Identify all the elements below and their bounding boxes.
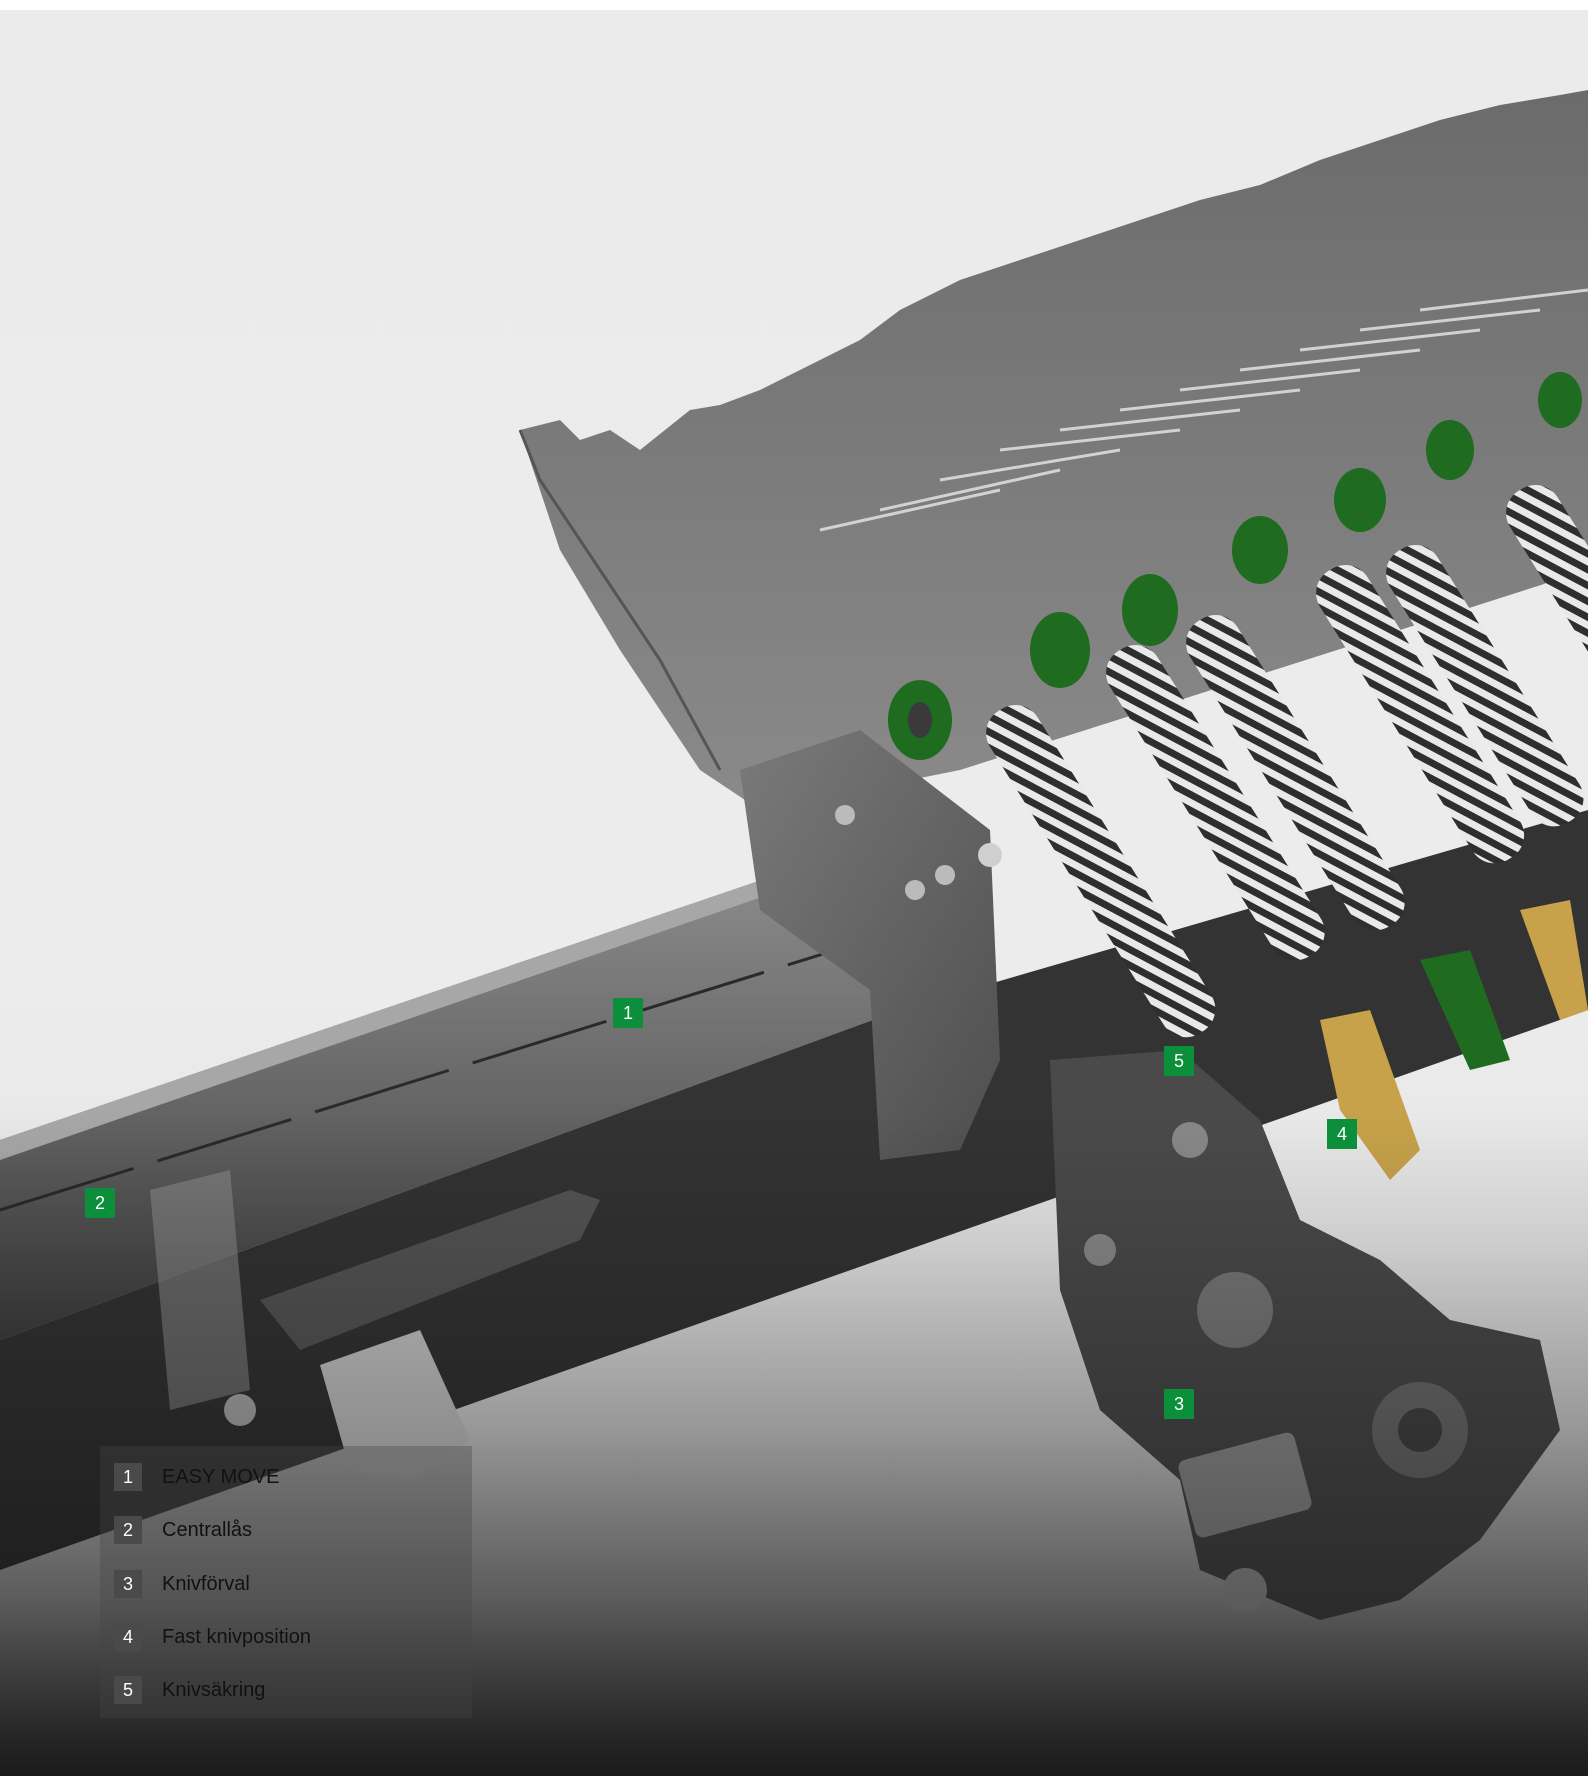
side-plate [740,730,1002,1160]
legend-number: 4 [114,1623,142,1651]
knife-bank-illustration [0,90,1588,1776]
legend-label: Centrallås [162,1518,253,1541]
callout-3: 3 [1164,1389,1194,1419]
legend-label: Fast knivposition [162,1625,311,1648]
legend-label: Knivsäkring [162,1678,266,1701]
legend-number: 3 [114,1570,142,1598]
callout-4: 4 [1327,1119,1357,1149]
blade-row [518,90,1588,810]
legend-label: Knivförval [162,1572,250,1595]
legend: 1 EASY MOVE 2 Centrallås 3 Knivförval 4 … [100,1446,472,1718]
callout-1: 1 [613,998,643,1028]
product-photo: 1 2 3 4 5 1 EASY MOVE 2 Centrallås 3 Kni… [0,10,1588,1776]
spring-row [986,484,1588,1038]
legend-item: 3 Knivförval [114,1569,250,1599]
legend-number: 1 [114,1463,142,1491]
legend-item: 2 Centrallås [114,1515,252,1545]
legend-number: 2 [114,1516,142,1544]
callout-5: 5 [1164,1046,1194,1076]
callout-2: 2 [85,1188,115,1218]
legend-label: EASY MOVE [162,1465,280,1488]
legend-number: 5 [114,1676,142,1704]
legend-item: 1 EASY MOVE [114,1462,279,1492]
legend-item: 5 Knivsäkring [114,1675,265,1705]
legend-item: 4 Fast knivposition [114,1622,311,1652]
